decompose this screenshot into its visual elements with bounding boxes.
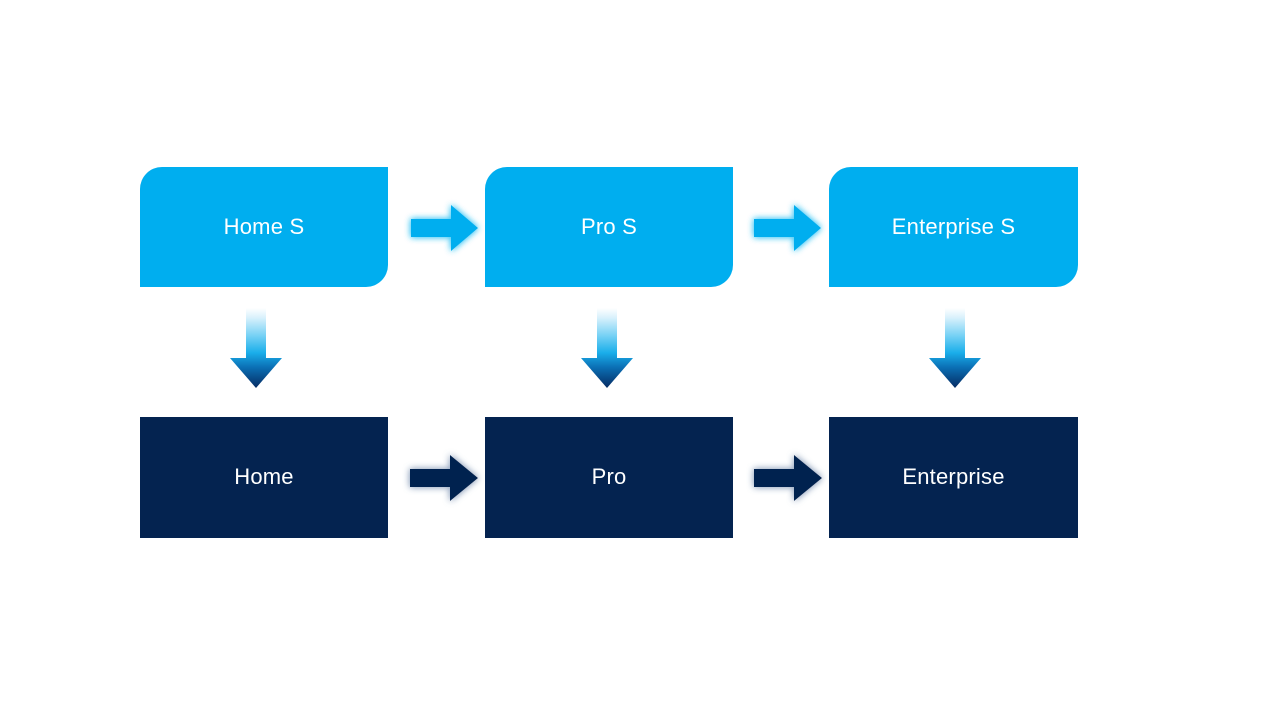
arrow-down-icon bbox=[581, 308, 633, 388]
arrow-right-icon bbox=[411, 205, 478, 251]
node-home-s-label: Home S bbox=[223, 213, 305, 239]
node-home[interactable]: Home bbox=[140, 417, 388, 538]
node-pro-label: Pro bbox=[591, 464, 627, 490]
arrow-home-to-pro bbox=[408, 452, 480, 504]
arrow-down-icon bbox=[929, 308, 981, 388]
node-pro-s[interactable]: Pro S bbox=[485, 167, 733, 287]
node-pro-s-label: Pro S bbox=[580, 213, 638, 239]
arrow-down-icon bbox=[230, 308, 282, 388]
node-enterprise-s-label: Enterprise S bbox=[891, 213, 1016, 239]
arrow-right-icon bbox=[410, 455, 478, 501]
node-pro[interactable]: Pro bbox=[485, 417, 733, 538]
arrow-pro-s-to-pro bbox=[579, 308, 635, 390]
arrow-pro-s-to-enterprise-s bbox=[753, 202, 823, 254]
node-enterprise-s[interactable]: Enterprise S bbox=[829, 167, 1078, 287]
node-home-s[interactable]: Home S bbox=[140, 167, 388, 287]
node-enterprise-label: Enterprise bbox=[902, 464, 1005, 490]
arrow-right-icon bbox=[754, 205, 821, 251]
arrow-right-icon bbox=[754, 455, 822, 501]
arrow-pro-to-enterprise bbox=[752, 452, 824, 504]
arrow-home-s-to-home bbox=[228, 308, 284, 390]
arrow-home-s-to-pro-s bbox=[410, 202, 480, 254]
arrow-enterprise-s-to-enterprise bbox=[927, 308, 983, 390]
diagram-title: Product tier progression bbox=[0, 21, 1, 22]
node-enterprise[interactable]: Enterprise bbox=[829, 417, 1078, 538]
node-home-label: Home bbox=[234, 464, 294, 490]
